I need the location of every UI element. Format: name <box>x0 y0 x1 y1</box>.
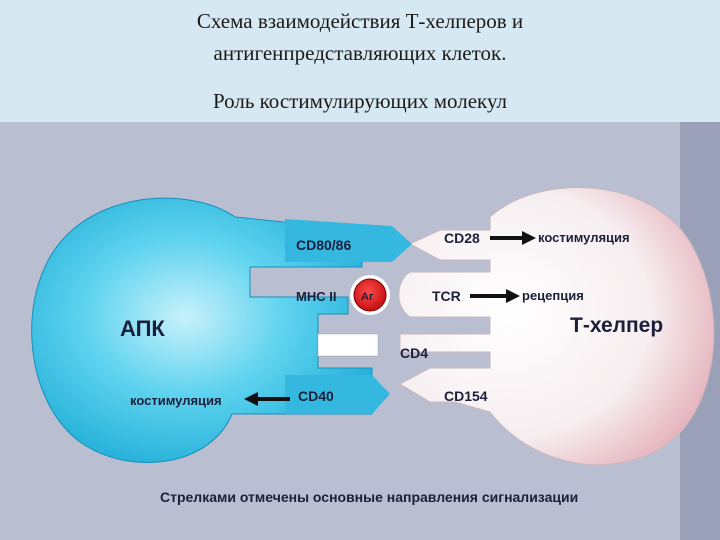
costim-right-label: костимуляция <box>538 230 630 245</box>
costim-left-label: костимуляция <box>130 393 222 408</box>
thelper-label: Т-хелпер <box>570 314 663 337</box>
cd80-receptor <box>285 219 412 262</box>
mhc-label: MHC II <box>296 289 336 304</box>
cd40-label: CD40 <box>298 388 334 404</box>
cd80-label: CD80/86 <box>296 237 351 253</box>
thelper-cell <box>398 186 715 466</box>
reception-label: рецепция <box>522 288 584 303</box>
cd40-receptor <box>285 375 390 414</box>
title-line-1: Схема взаимодействия Т-хелперов и <box>196 9 524 33</box>
subtitle: Роль костимулирующих молекул <box>212 89 507 113</box>
cd28-label: CD28 <box>444 230 480 246</box>
cd4-bridge <box>317 333 379 357</box>
interaction-diagram: CD80/86 CD28 костимуляция MHC II Аг TCR … <box>31 122 720 540</box>
apc-label: АПК <box>120 316 165 341</box>
arrow-reception <box>470 289 520 303</box>
slide-header: Схема взаимодействия Т-хелперов и антиге… <box>0 0 720 122</box>
cd4-label: CD4 <box>400 345 428 361</box>
footer-note: Стрелками отмечены основные направления … <box>160 489 578 505</box>
antigen-label: Аг <box>361 291 374 303</box>
title-line-2: антигенпредставляющих клеток. <box>213 41 507 65</box>
tcr-label: TCR <box>432 288 461 304</box>
arrow-costim-left <box>244 392 290 406</box>
arrow-costim-right <box>490 231 536 245</box>
cd154-label: CD154 <box>444 388 488 404</box>
antigen <box>353 278 387 312</box>
